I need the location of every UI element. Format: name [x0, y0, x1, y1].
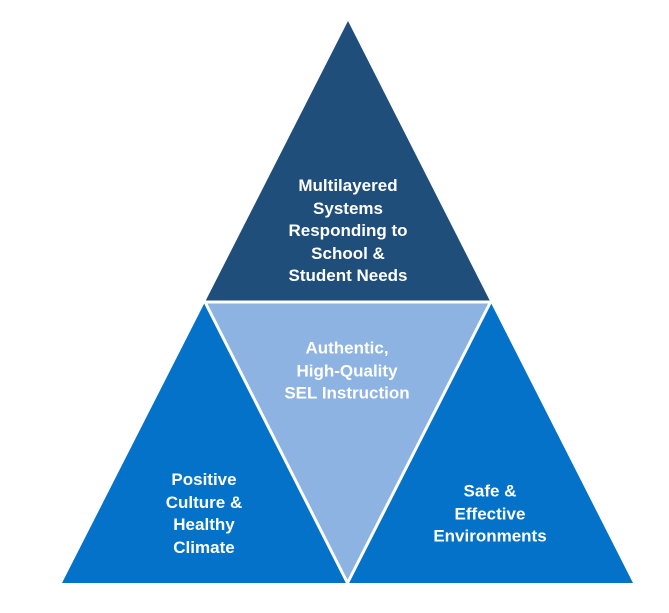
top-triangle: [205, 21, 491, 302]
bottom-right-triangle: [347, 302, 633, 583]
bottom-left-triangle: [62, 302, 348, 583]
middle-triangle: [202, 300, 493, 587]
